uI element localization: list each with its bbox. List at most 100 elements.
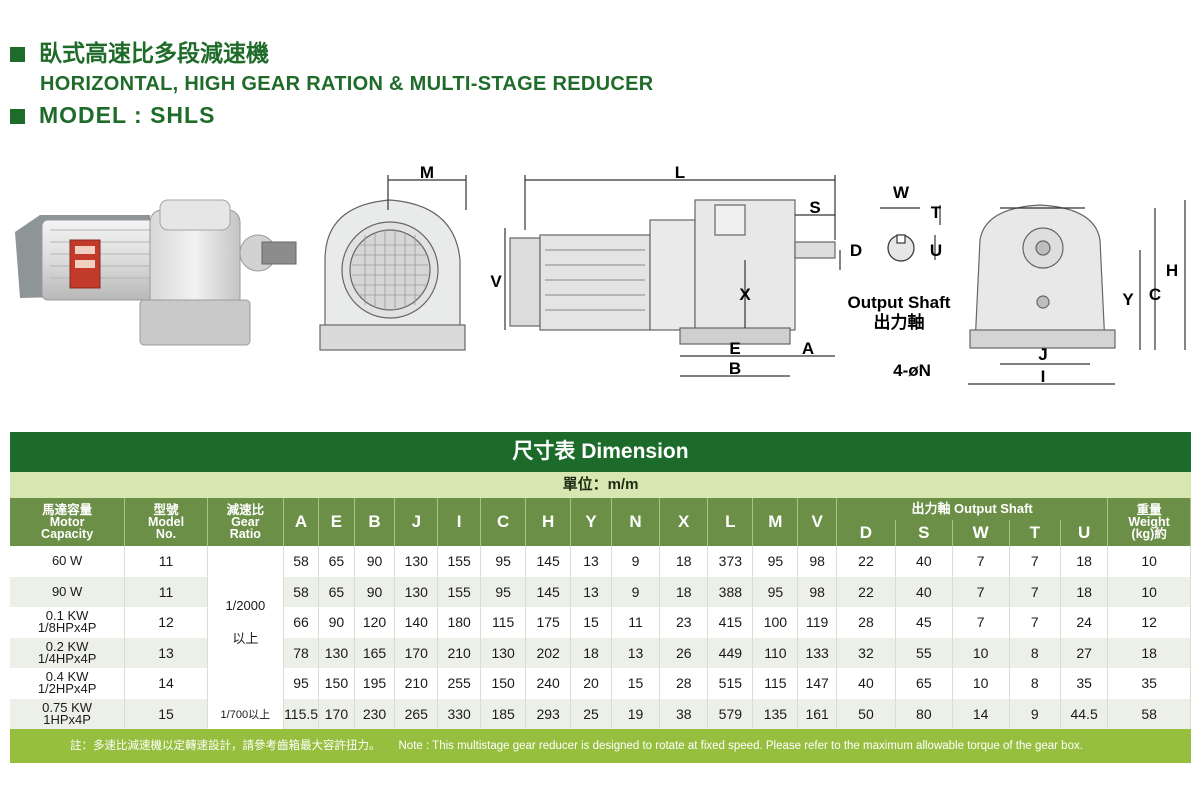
- title-chinese-text: 臥式高速比多段減速機: [39, 40, 269, 66]
- output-shaft-label: Output Shaft: [848, 293, 951, 312]
- cell-value: 95: [480, 546, 527, 577]
- cell-motor-capacity: 60 W: [10, 546, 126, 577]
- cell-value: 80: [895, 698, 953, 729]
- header-dim-n: N: [611, 498, 661, 546]
- cell-value: 9: [611, 576, 661, 607]
- cell-value: 18: [570, 637, 612, 668]
- cell-value: 95: [752, 576, 799, 607]
- cell-model-no: 14: [124, 668, 208, 699]
- cell-value: 18: [659, 546, 709, 577]
- model-title-text: MODEL : SHLS: [39, 102, 216, 128]
- cell-value: 8: [1009, 668, 1062, 699]
- cell-value: 24: [1060, 607, 1109, 638]
- header-en: (kg)約: [1131, 527, 1167, 541]
- cell-value: 135: [752, 698, 799, 729]
- cell-value: 150: [480, 668, 527, 699]
- model-title: MODEL : SHLS: [10, 102, 215, 129]
- header-cn: 型號: [153, 503, 179, 517]
- cell-value: 155: [437, 546, 482, 577]
- dim-label-m: M: [420, 163, 434, 182]
- dim-label-e: E: [729, 339, 740, 358]
- cell-value: 58: [283, 546, 320, 577]
- cell-value: 130: [394, 546, 439, 577]
- cell-value: 180: [437, 607, 482, 638]
- ratio-text: 1/2000: [225, 597, 266, 613]
- dim-label-i: I: [1041, 367, 1046, 386]
- note-chinese: 註：多速比減速機以定轉速設計，請參考齒箱最大容許扭力。: [70, 740, 381, 752]
- cell-value: 44.5: [1060, 698, 1109, 729]
- cell-value: 40: [836, 668, 896, 699]
- cell-value: 10: [952, 668, 1010, 699]
- title-chinese: 臥式高速比多段減速機: [10, 34, 269, 68]
- dim-label-j: J: [1038, 345, 1047, 364]
- cell-value: 9: [1009, 698, 1062, 729]
- cell-value: 65: [318, 546, 355, 577]
- cell-model-no: 11: [124, 576, 208, 607]
- cell-value: 415: [707, 607, 754, 638]
- header-dim-c: C: [480, 498, 527, 546]
- cell-value: 449: [707, 637, 754, 668]
- header-cn: 重量: [1136, 503, 1162, 517]
- capacity-line: 0.75 KW: [42, 699, 93, 715]
- cell-value: 210: [394, 668, 439, 699]
- capacity-line: 1/4HPx4P: [37, 650, 97, 666]
- cell-value: 13: [570, 576, 612, 607]
- dim-label-a: A: [802, 339, 814, 358]
- dim-label-l: L: [675, 163, 685, 182]
- cell-value: 170: [318, 698, 355, 729]
- cell-value: 40: [895, 546, 953, 577]
- cell-value: 255: [437, 668, 482, 699]
- header-dim-h: H: [525, 498, 572, 546]
- dim-label-y: Y: [1122, 290, 1134, 309]
- header-dim-a: A: [283, 498, 320, 546]
- cell-value: 35: [1060, 668, 1109, 699]
- cell-value: 25: [570, 698, 612, 729]
- header-dim-v: V: [797, 498, 837, 546]
- cell-value: 165: [354, 637, 396, 668]
- cell-value: 130: [318, 637, 355, 668]
- cell-value: 27: [1060, 637, 1109, 668]
- motor-front-view: [319, 175, 467, 351]
- capacity-line: 1/8HPx4P: [37, 620, 97, 636]
- cell-value: 28: [659, 668, 709, 699]
- cell-value: 13: [611, 637, 661, 668]
- header-dim-y: Y: [570, 498, 612, 546]
- unit-bar: 單位：m/m: [10, 472, 1191, 498]
- title-english: HORIZONTAL, HIGH GEAR RATION & MULTI-STA…: [40, 73, 654, 95]
- cell-value: 202: [525, 637, 572, 668]
- cell-model-no: 12: [124, 607, 208, 638]
- table-title: 尺寸表 Dimension: [10, 432, 1191, 472]
- header-en: Model: [147, 515, 185, 529]
- cell-value: 133: [797, 637, 837, 668]
- cell-gear-ratio: 1/700以上: [207, 698, 284, 729]
- cell-value: 20: [570, 668, 612, 699]
- cell-value: 388: [707, 576, 754, 607]
- cell-value: 78: [283, 637, 320, 668]
- cell-value: 15: [611, 668, 661, 699]
- header-cn: 馬達容量: [42, 503, 93, 517]
- cell-value: 22: [836, 576, 896, 607]
- header-en: Motor: [49, 515, 85, 529]
- cell-value: 100: [752, 607, 799, 638]
- header-shaft-w: W: [952, 520, 1010, 546]
- cell-value: 7: [952, 546, 1010, 577]
- header-en: No.: [155, 527, 177, 541]
- capacity-line: 0.1 KW: [45, 608, 89, 624]
- cell-value: 95: [480, 576, 527, 607]
- cell-model-no: 13: [124, 637, 208, 668]
- header-shaft-d: D: [836, 520, 896, 546]
- cell-value: 65: [895, 668, 953, 699]
- cell-value: 14: [952, 698, 1010, 729]
- note-bar: 註：多速比減速機以定轉速設計，請參考齒箱最大容許扭力。Note : This m…: [10, 729, 1191, 763]
